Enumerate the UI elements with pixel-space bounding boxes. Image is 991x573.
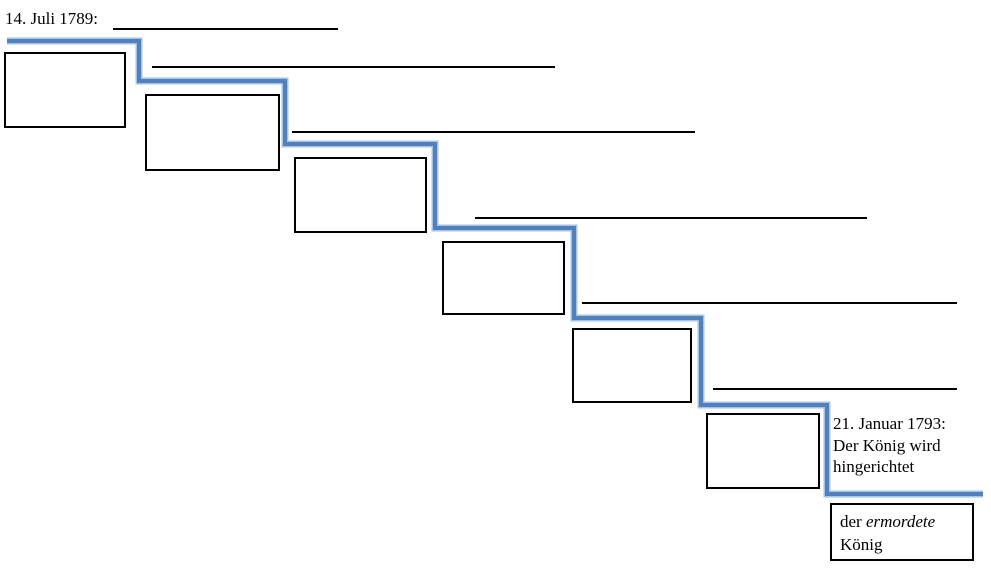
caption-word-ermordete-italic: ermordete <box>865 512 936 531</box>
caption-box[interactable]: der ermordete König <box>830 503 974 561</box>
empty-picture-box[interactable] <box>572 328 692 403</box>
fill-in-blank-line[interactable] <box>475 217 867 219</box>
end-date-label-line3: hingerichtet <box>833 457 915 476</box>
empty-picture-box[interactable] <box>706 413 820 489</box>
empty-picture-box[interactable] <box>442 241 565 315</box>
end-date-label-line2: Der König wird <box>833 435 941 455</box>
caption-text-line1: der ermordete <box>840 512 935 531</box>
fill-in-blank-line[interactable] <box>582 302 957 304</box>
fill-in-blank-line[interactable] <box>113 28 338 30</box>
start-date-label: 14. Juli 1789: <box>5 9 99 28</box>
end-date-label: 21. Januar 1793: Der König wird hingeric… <box>833 413 946 478</box>
empty-picture-box[interactable] <box>4 52 126 128</box>
caption-word-der: der <box>840 512 866 531</box>
end-date-label-line1: 21. Januar 1793: <box>833 414 946 433</box>
empty-picture-box[interactable] <box>294 157 427 233</box>
fill-in-blank-line[interactable] <box>152 66 555 68</box>
empty-picture-box[interactable] <box>145 94 280 171</box>
caption-text-line2: König <box>840 535 883 554</box>
fill-in-blank-line[interactable] <box>713 388 957 390</box>
fill-in-blank-line[interactable] <box>292 131 695 133</box>
